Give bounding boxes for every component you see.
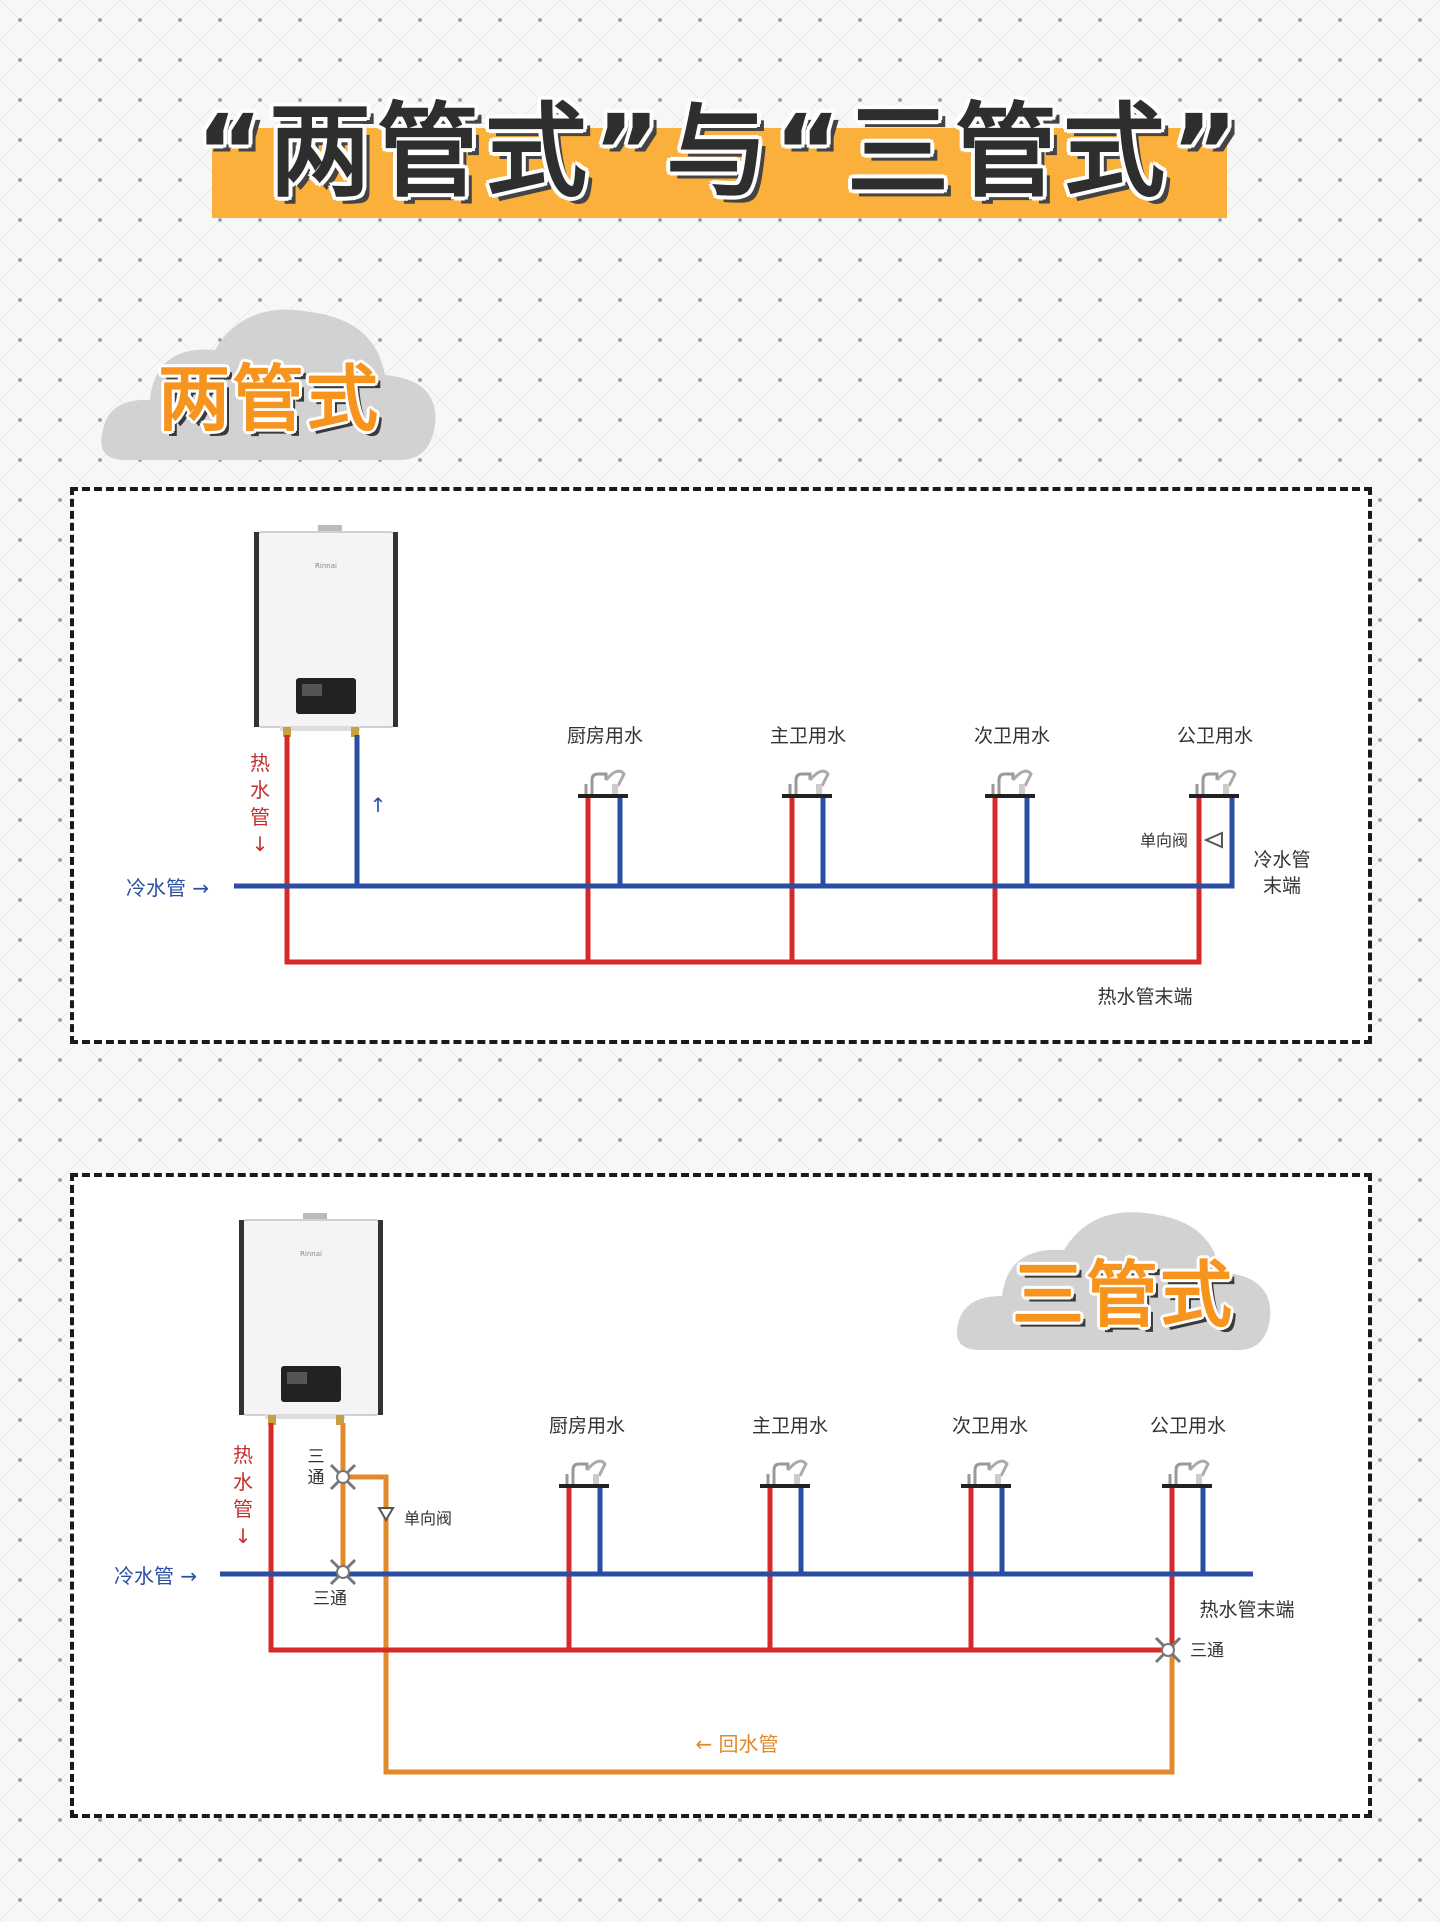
svg-text:水: 水 — [233, 1470, 253, 1494]
check-valve-label: 单向阀 — [1140, 831, 1188, 850]
water-heater-two-pipe: Rinnai — [254, 525, 398, 737]
tee-label-cold: 三通 — [313, 1589, 347, 1609]
tee-valve-icon — [1154, 1636, 1182, 1664]
svg-text:热: 热 — [250, 751, 270, 775]
hot-pipe-end-label: 热水管末端 — [1097, 986, 1192, 1008]
svg-text:管: 管 — [233, 1497, 253, 1521]
fixture-label-public-bath: 公卫用水 — [1177, 725, 1253, 747]
flow-up-arrow: ↑ — [370, 793, 387, 817]
heater-brand-label: Rinnai — [300, 1250, 322, 1258]
hot-water-pipe-two-pipe — [284, 735, 1202, 965]
faucet-icon — [578, 769, 628, 798]
page-title: “两管式”与“三管式” — [195, 93, 1245, 212]
fixture-label-master-bath: 主卫用水 — [752, 1415, 828, 1437]
hot-water-pipe-three-pipe — [268, 1423, 1175, 1653]
fixture-label-public-bath: 公卫用水 — [1150, 1415, 1226, 1437]
fixture-label-kitchen: 厨房用水 — [567, 725, 643, 747]
faucet-icon — [1162, 1459, 1212, 1488]
cold-water-inlet-label: 冷水管 → — [114, 1564, 197, 1588]
faucet-icon — [559, 1459, 609, 1488]
tee-valve-icon — [329, 1558, 357, 1586]
cloud-badge-three-pipe — [956, 1212, 1271, 1351]
title-highlight-bar — [212, 128, 1227, 218]
tee-label-hot-end: 三通 — [1190, 1641, 1224, 1661]
tee-label-vertical: 三 通 — [308, 1447, 325, 1488]
page-header: “两管式”与“三管式” — [0, 0, 1440, 230]
return-water-pipe — [340, 1423, 1175, 1775]
cloud-badge-two-pipe — [101, 309, 436, 461]
water-heater-three-pipe: Rinnai — [239, 1213, 383, 1425]
cold-water-inlet-label: 冷水管 → — [126, 876, 209, 900]
cold-water-pipe-two-pipe — [234, 735, 1235, 889]
faucet-icon — [1189, 769, 1239, 798]
heater-brand-label: Rinnai — [315, 562, 337, 570]
heading-three-pipe: 三管式 — [1012, 1253, 1235, 1337]
svg-text:管: 管 — [250, 805, 270, 829]
return-pipe-label: ← 回水管 — [695, 1732, 778, 1756]
fixture-label-second-bath: 次卫用水 — [974, 725, 1050, 747]
fixture-label-kitchen: 厨房用水 — [549, 1415, 625, 1437]
heading-two-pipe: 两管式 — [158, 357, 381, 441]
cold-water-pipe-three-pipe — [220, 1486, 1253, 1577]
hot-pipe-label: 热 水 管 ↓ — [233, 1443, 253, 1548]
cold-pipe-end-label-2: 末端 — [1263, 875, 1301, 897]
faucet-icon — [985, 769, 1035, 798]
svg-text:通: 通 — [308, 1468, 325, 1488]
faucet-icon — [760, 1459, 810, 1488]
hot-pipe-end-label: 热水管末端 — [1199, 1599, 1294, 1621]
svg-text:热: 热 — [233, 1443, 253, 1467]
faucet-icon — [961, 1459, 1011, 1488]
svg-text:↓: ↓ — [252, 832, 269, 856]
fixture-label-second-bath: 次卫用水 — [952, 1415, 1028, 1437]
fixture-label-master-bath: 主卫用水 — [770, 725, 846, 747]
check-valve-icon — [377, 1507, 395, 1522]
svg-text:水: 水 — [250, 778, 270, 802]
svg-text:三: 三 — [308, 1447, 325, 1467]
tee-valve-icon — [329, 1463, 357, 1491]
check-valve-icon — [1203, 831, 1223, 849]
hot-pipe-label: 热 水 管 ↓ — [250, 751, 270, 856]
check-valve-label: 单向阀 — [404, 1509, 452, 1528]
cold-pipe-end-label-1: 冷水管 — [1253, 849, 1310, 871]
faucet-icon — [782, 769, 832, 798]
svg-text:↓: ↓ — [235, 1524, 252, 1548]
